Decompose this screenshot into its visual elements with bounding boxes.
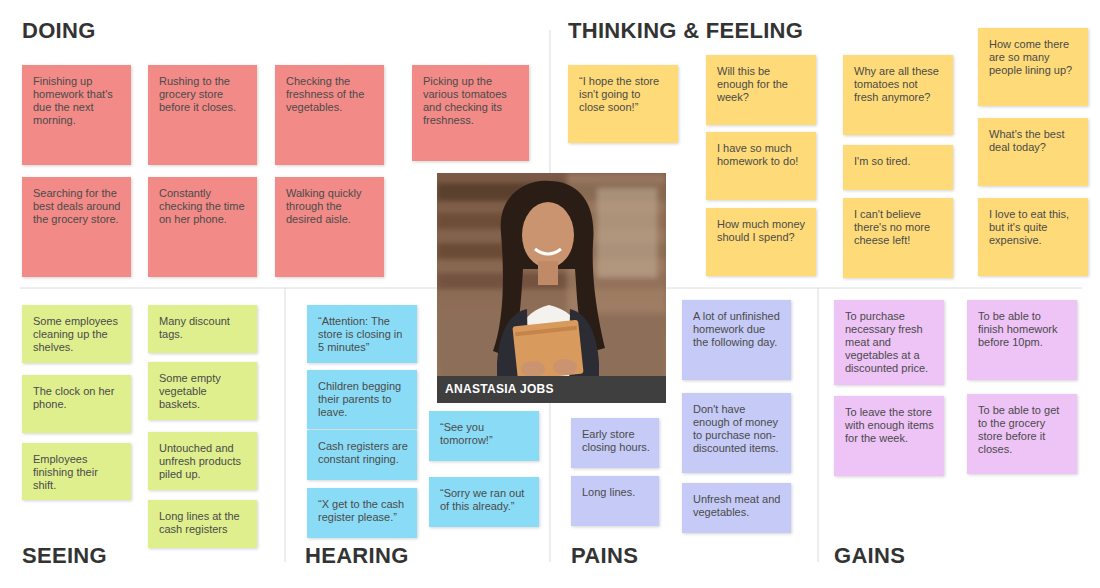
note-text: “See you tomorrow!” — [429, 411, 539, 455]
note-text: Don't have enough of money to purchase n… — [682, 393, 791, 463]
note-text: Long lines at the cash registers — [148, 500, 257, 544]
section-heading: PAINS — [571, 543, 638, 569]
note-text: Checking the freshness of the vegetables… — [275, 65, 384, 122]
note-text: Searching for the best deals around the … — [22, 177, 131, 234]
note-text: Picking up the various tomatoes and chec… — [412, 65, 529, 135]
note-text: A lot of unfinished homework due the fol… — [682, 300, 791, 357]
sticky-note: Checking the freshness of the vegetables… — [275, 65, 384, 165]
sticky-note: Children begging their parents to leave. — [307, 370, 417, 429]
sticky-note: How much money should I spend? — [706, 208, 816, 276]
note-text: Cash registers are constant ringing. — [307, 430, 417, 474]
sticky-note: I'm so tired. — [843, 145, 953, 190]
sticky-note: I love to eat this, but it's quite expen… — [978, 198, 1088, 276]
sticky-note: How come there are so many people lining… — [978, 28, 1088, 106]
sticky-note: Unfresh meat and vegetables. — [682, 483, 791, 533]
sticky-note: Long lines. — [571, 476, 659, 526]
sticky-note: Many discount tags. — [148, 305, 257, 353]
note-text: To leave the store with enough items for… — [834, 396, 944, 453]
persona-name-bar: ANASTASIA JOBS — [437, 376, 666, 403]
note-text: Walking quickly through the desired aisl… — [275, 177, 384, 234]
persona-photo — [437, 173, 666, 403]
sticky-note: “I hope the store isn't going to close s… — [568, 65, 678, 143]
sticky-note: To leave the store with enough items for… — [834, 396, 944, 476]
section-heading: HEARING — [305, 543, 409, 569]
section-heading: SEEING — [22, 543, 107, 569]
note-text: Long lines. — [571, 476, 659, 507]
note-text: How much money should I spend? — [706, 208, 816, 252]
note-text: How come there are so many people lining… — [978, 28, 1088, 85]
section-heading: THINKING & FEELING — [568, 18, 803, 44]
note-text: I have so much homework to do! — [706, 132, 816, 176]
sticky-note: Some empty vegetable baskets. — [148, 362, 257, 420]
note-text: Rushing to the grocery store before it c… — [148, 65, 257, 122]
sticky-note: Constantly checking the time on her phon… — [148, 177, 257, 277]
sticky-note: Employees finishing their shift. — [22, 443, 131, 500]
note-text: “Attention: The store is closing in 5 mi… — [307, 305, 417, 362]
sticky-note: To purchase necessary fresh meat and veg… — [834, 300, 944, 385]
sticky-note: Searching for the best deals around the … — [22, 177, 131, 277]
sticky-note: Finishing up homework that's due the nex… — [22, 65, 131, 165]
sticky-note: Why are all these tomatoes not fresh any… — [843, 55, 953, 135]
sticky-note: Walking quickly through the desired aisl… — [275, 177, 384, 277]
note-text: Many discount tags. — [148, 305, 257, 349]
sticky-note: Don't have enough of money to purchase n… — [682, 393, 791, 473]
note-text: I'm so tired. — [843, 145, 953, 176]
sticky-note: I have so much homework to do! — [706, 132, 816, 200]
sticky-note: The clock on her phone. — [22, 375, 131, 433]
note-text: I love to eat this, but it's quite expen… — [978, 198, 1088, 255]
note-text: Employees finishing their shift. — [22, 443, 131, 500]
note-text: To be able to get to the grocery store b… — [967, 394, 1077, 464]
sticky-note: Picking up the various tomatoes and chec… — [412, 65, 529, 161]
sticky-note: “See you tomorrow!” — [429, 411, 539, 461]
note-text: Some employees cleaning up the shelves. — [22, 305, 131, 362]
note-text: “X get to the cash register please.” — [307, 488, 417, 532]
sticky-note: Will this be enough for the week? — [706, 55, 816, 125]
sticky-note: What's the best deal today? — [978, 118, 1088, 186]
note-text: Constantly checking the time on her phon… — [148, 177, 257, 234]
note-text: Some empty vegetable baskets. — [148, 362, 257, 419]
note-text: Finishing up homework that's due the nex… — [22, 65, 131, 135]
note-text: Children begging their parents to leave. — [307, 370, 417, 427]
note-text: Early store closing hours. — [571, 418, 659, 462]
section-heading: DOING — [22, 18, 96, 44]
sticky-note: To be able to get to the grocery store b… — [967, 394, 1077, 474]
note-text: Will this be enough for the week? — [706, 55, 816, 112]
sticky-note: “Sorry we ran out of this already.” — [429, 477, 539, 527]
note-text: I can't believe there's no more cheese l… — [843, 198, 953, 255]
note-text: Untouched and unfresh products piled up. — [148, 432, 257, 489]
sticky-note: Long lines at the cash registers — [148, 500, 257, 548]
sticky-note: I can't believe there's no more cheese l… — [843, 198, 953, 278]
sticky-note: Some employees cleaning up the shelves. — [22, 305, 131, 363]
sticky-note: Rushing to the grocery store before it c… — [148, 65, 257, 165]
note-text: Unfresh meat and vegetables. — [682, 483, 791, 527]
note-text: “Sorry we ran out of this already.” — [429, 477, 539, 521]
sticky-note: To be able to finish homework before 10p… — [967, 300, 1077, 380]
sticky-note: Early store closing hours. — [571, 418, 659, 468]
note-text: To purchase necessary fresh meat and veg… — [834, 300, 944, 383]
sticky-note: “Attention: The store is closing in 5 mi… — [307, 305, 417, 363]
note-text: The clock on her phone. — [22, 375, 131, 419]
section-heading: GAINS — [834, 543, 905, 569]
note-text: Why are all these tomatoes not fresh any… — [843, 55, 953, 112]
sticky-note: “X get to the cash register please.” — [307, 488, 417, 538]
sticky-note: Cash registers are constant ringing. — [307, 430, 417, 480]
sticky-note: Untouched and unfresh products piled up. — [148, 432, 257, 490]
note-text: “I hope the store isn't going to close s… — [568, 65, 678, 122]
sticky-note: A lot of unfinished homework due the fol… — [682, 300, 791, 380]
note-text: To be able to finish homework before 10p… — [967, 300, 1077, 357]
persona-name: ANASTASIA JOBS — [437, 376, 666, 402]
note-text: What's the best deal today? — [978, 118, 1088, 162]
